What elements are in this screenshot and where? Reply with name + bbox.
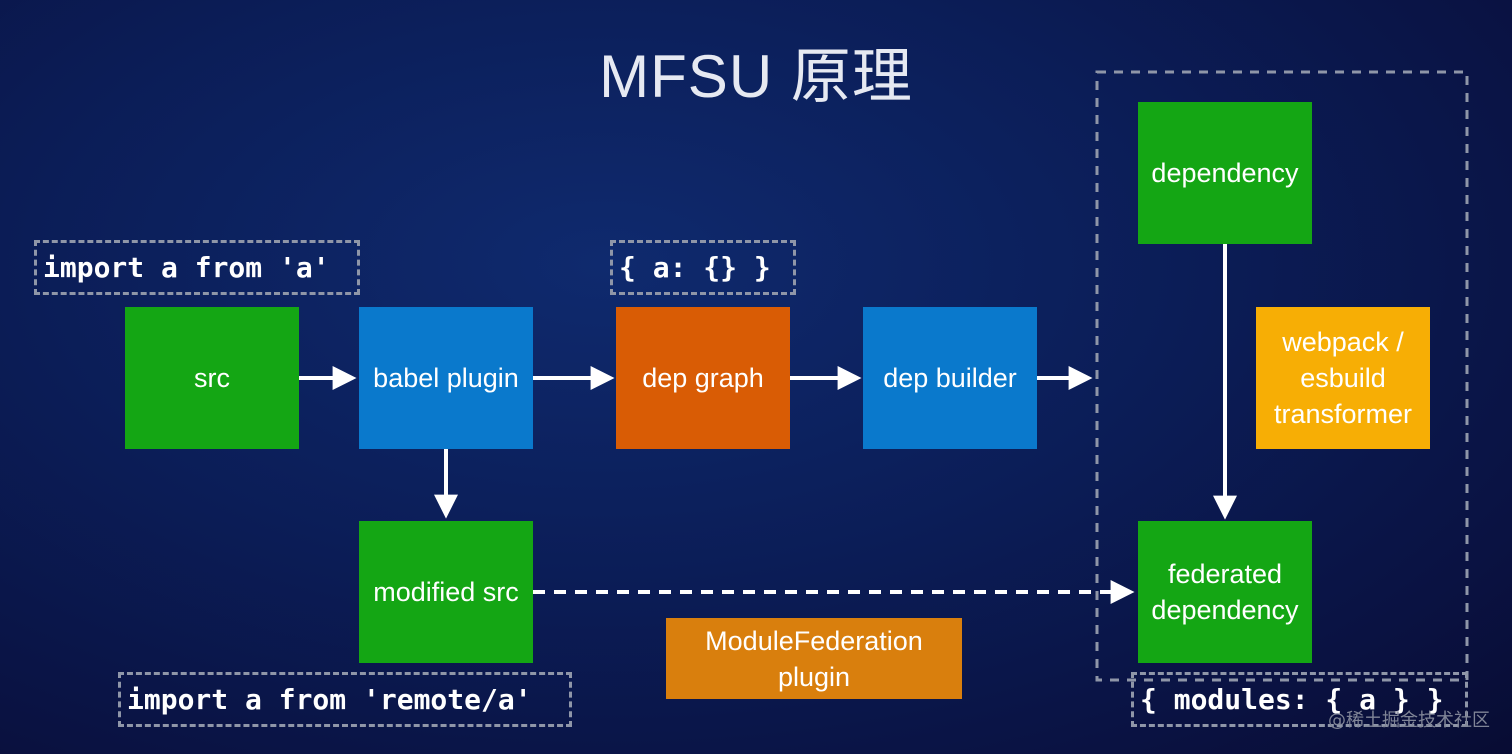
code-import-a: import a from 'a'	[34, 240, 360, 295]
node-dependency: dependency	[1138, 102, 1312, 244]
watermark: @稀土掘金技术社区	[1328, 710, 1490, 731]
node-modified-src: modified src	[359, 521, 533, 663]
diagram-title: MFSU 原理	[599, 43, 913, 110]
node-dep-builder: dep builder	[863, 307, 1037, 449]
code-graph-object: { a: {} }	[610, 240, 796, 295]
node-federated-dependency: federated dependency	[1138, 521, 1312, 663]
node-src: src	[125, 307, 299, 449]
code-modules-object: { modules: { a } }	[1131, 672, 1468, 727]
node-transformer: webpack / esbuild transformer	[1256, 307, 1430, 449]
node-babel-plugin: babel plugin	[359, 307, 533, 449]
dependency-area-frame	[1095, 70, 1469, 682]
node-dep-graph: dep graph	[616, 307, 790, 449]
code-import-remote: import a from 'remote/a'	[118, 672, 572, 727]
node-module-federation-plugin: ModuleFederation plugin	[666, 618, 962, 699]
